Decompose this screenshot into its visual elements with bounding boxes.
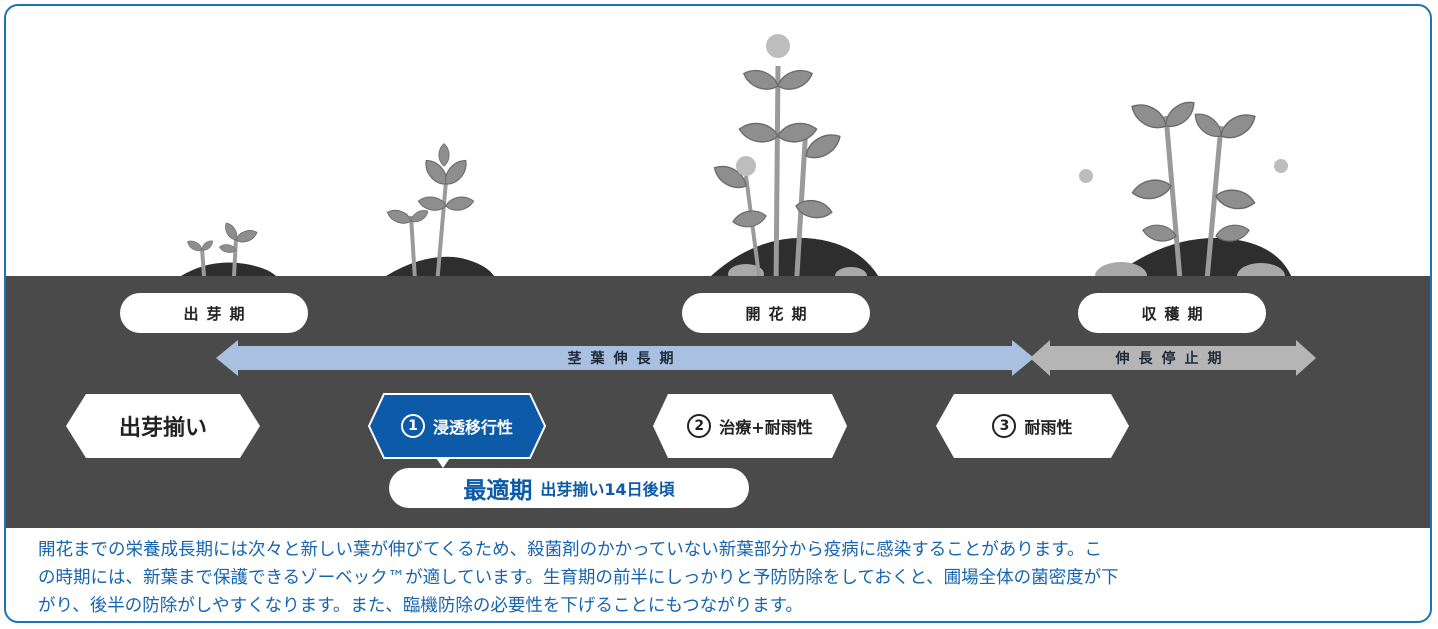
step3-text: 耐雨性 (1024, 418, 1073, 437)
step1-shape (367, 393, 547, 459)
sprout-align-label: 出芽揃い (86, 394, 240, 458)
stage-sprouting: 出芽期 (120, 293, 308, 333)
stage-flowering: 開花期 (682, 293, 870, 333)
sprout-align-text: 出芽揃い (118, 416, 207, 441)
sprout-align-shape (66, 394, 260, 458)
flowering-plant-illustration (696, 34, 886, 292)
step1-label: 1 浸透移行性 (384, 394, 530, 458)
stage-sprouting-label: 出芽期 (183, 304, 253, 323)
diagram-frame: 出芽期 開花期 収穫期 茎葉伸長期 伸長停止期 出芽揃い 1 浸透移行性 2 治… (4, 4, 1432, 623)
stage-harvest-label: 収穫期 (1141, 304, 1211, 323)
growth-period-label: 茎葉伸長期 (567, 351, 683, 367)
description-text: 開花までの栄養成長期には次々と新しい葉が伸びてくるため、殺菌剤のかかっていない新… (38, 536, 1410, 620)
growth-period-arrow (216, 340, 1034, 376)
stage-harvest: 収穫期 (1078, 293, 1266, 333)
step3-number: 3 (992, 414, 1017, 438)
sprouting-plant-illustration (181, 220, 276, 277)
step1-text: 浸透移行性 (432, 418, 513, 437)
step2-label: 2 治療+耐雨性 (668, 394, 832, 458)
step3-label: 3 耐雨性 (954, 394, 1111, 458)
optimal-title: 最適期 (463, 478, 533, 504)
stage-flowering-label: 開花期 (745, 304, 815, 323)
description-line-1: 開花までの栄養成長期には次々と新しい葉が伸びてくるため、殺菌剤のかかっていない新… (38, 540, 1102, 560)
step2-text: 治療+耐雨性 (719, 418, 813, 437)
stop-period-label: 伸長停止期 (1115, 351, 1231, 367)
step3-shape (936, 394, 1129, 458)
optimal-timing-badge: 最適期 出芽揃い14日後頃 (389, 468, 749, 508)
description-line-3: がり、後半の防除がしやすくなります。また、臨機防除の必要性を下げることにもつなが… (38, 596, 803, 616)
description-line-2: の時期には、新葉まで保護できるゾーベック™が適しています。生育期の前半にしっかり… (38, 568, 1119, 588)
period-arrows (216, 340, 1316, 376)
step1-number: 1 (400, 414, 425, 438)
optimal-detail: 出芽揃い14日後頃 (540, 480, 675, 499)
optimal-pointer (436, 458, 450, 468)
step2-shape (653, 394, 847, 458)
step2-number: 2 (687, 414, 712, 438)
stop-period-arrow (1030, 340, 1316, 376)
timing-shapes (66, 393, 1129, 468)
